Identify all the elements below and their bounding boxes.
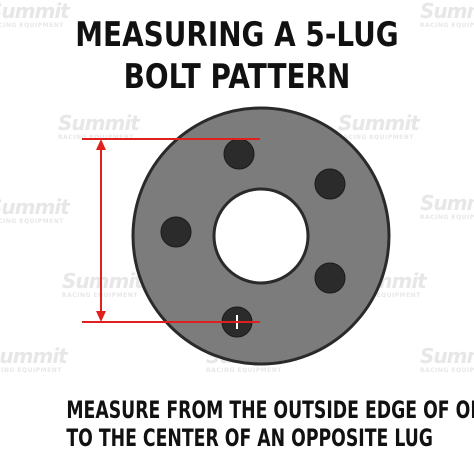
lug-hole-left [160, 216, 192, 248]
measure-arrow-top [96, 139, 106, 150]
caption-line-1: MEASURE FROM THE OUTSIDE EDGE OF ONE LUG [66, 396, 474, 424]
measure-arrow-bottom [96, 311, 106, 322]
caption-line-2: TO THE CENTER OF AN OPPOSITE LUG [66, 424, 433, 452]
lug-hole-top [223, 138, 255, 170]
title-line-1: MEASURING A 5-LUG [75, 15, 399, 55]
page-title: MEASURING A 5-LUG BOLT PATTERN [43, 14, 432, 98]
lug-hole-upper-right [314, 168, 346, 200]
lug-hole-lower-right [314, 262, 346, 294]
center-bore [212, 187, 310, 285]
title-line-2: BOLT PATTERN [123, 57, 351, 97]
instruction-caption: MEASURE FROM THE OUTSIDE EDGE OF ONE LUG… [66, 396, 474, 452]
